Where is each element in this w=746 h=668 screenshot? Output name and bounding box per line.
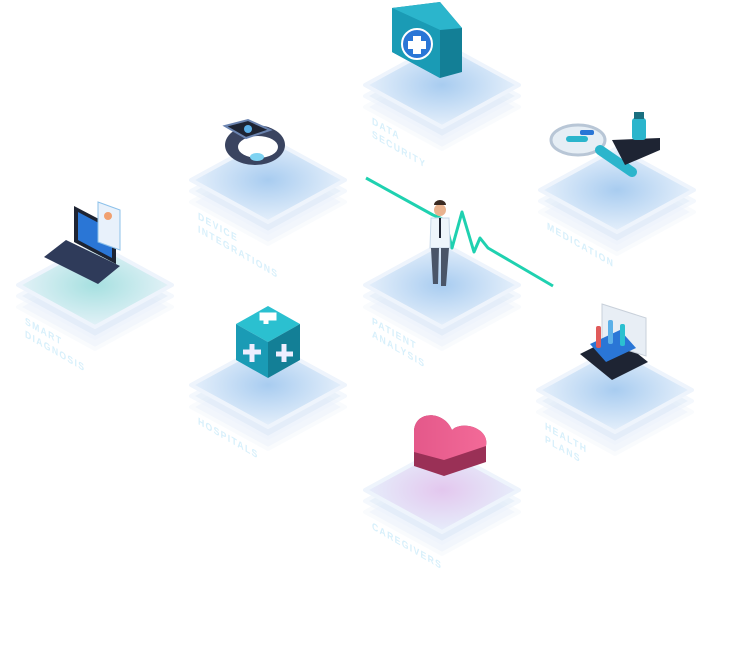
- medical-cube-icon: [236, 306, 300, 378]
- tile-smart-diagnosis: [16, 241, 174, 351]
- doctor-icon: [429, 200, 451, 286]
- tile-medication: [538, 146, 696, 256]
- heart-icon: [414, 415, 487, 476]
- tile-layer: [538, 146, 696, 234]
- tile-layer: [536, 346, 694, 434]
- tile-hospitals: [189, 341, 347, 451]
- tile-caregivers: [363, 446, 521, 556]
- smartwatch-icon: [222, 118, 285, 165]
- laptop-icon: [44, 201, 121, 284]
- tile-health-plans: [536, 346, 694, 456]
- first-aid-kit-icon: [392, 2, 462, 78]
- lab-tablet-icon: [580, 303, 648, 380]
- heartbeat-line: [365, 176, 554, 288]
- magnifier-pills-icon: [549, 112, 660, 177]
- tile-data-security: [363, 41, 521, 151]
